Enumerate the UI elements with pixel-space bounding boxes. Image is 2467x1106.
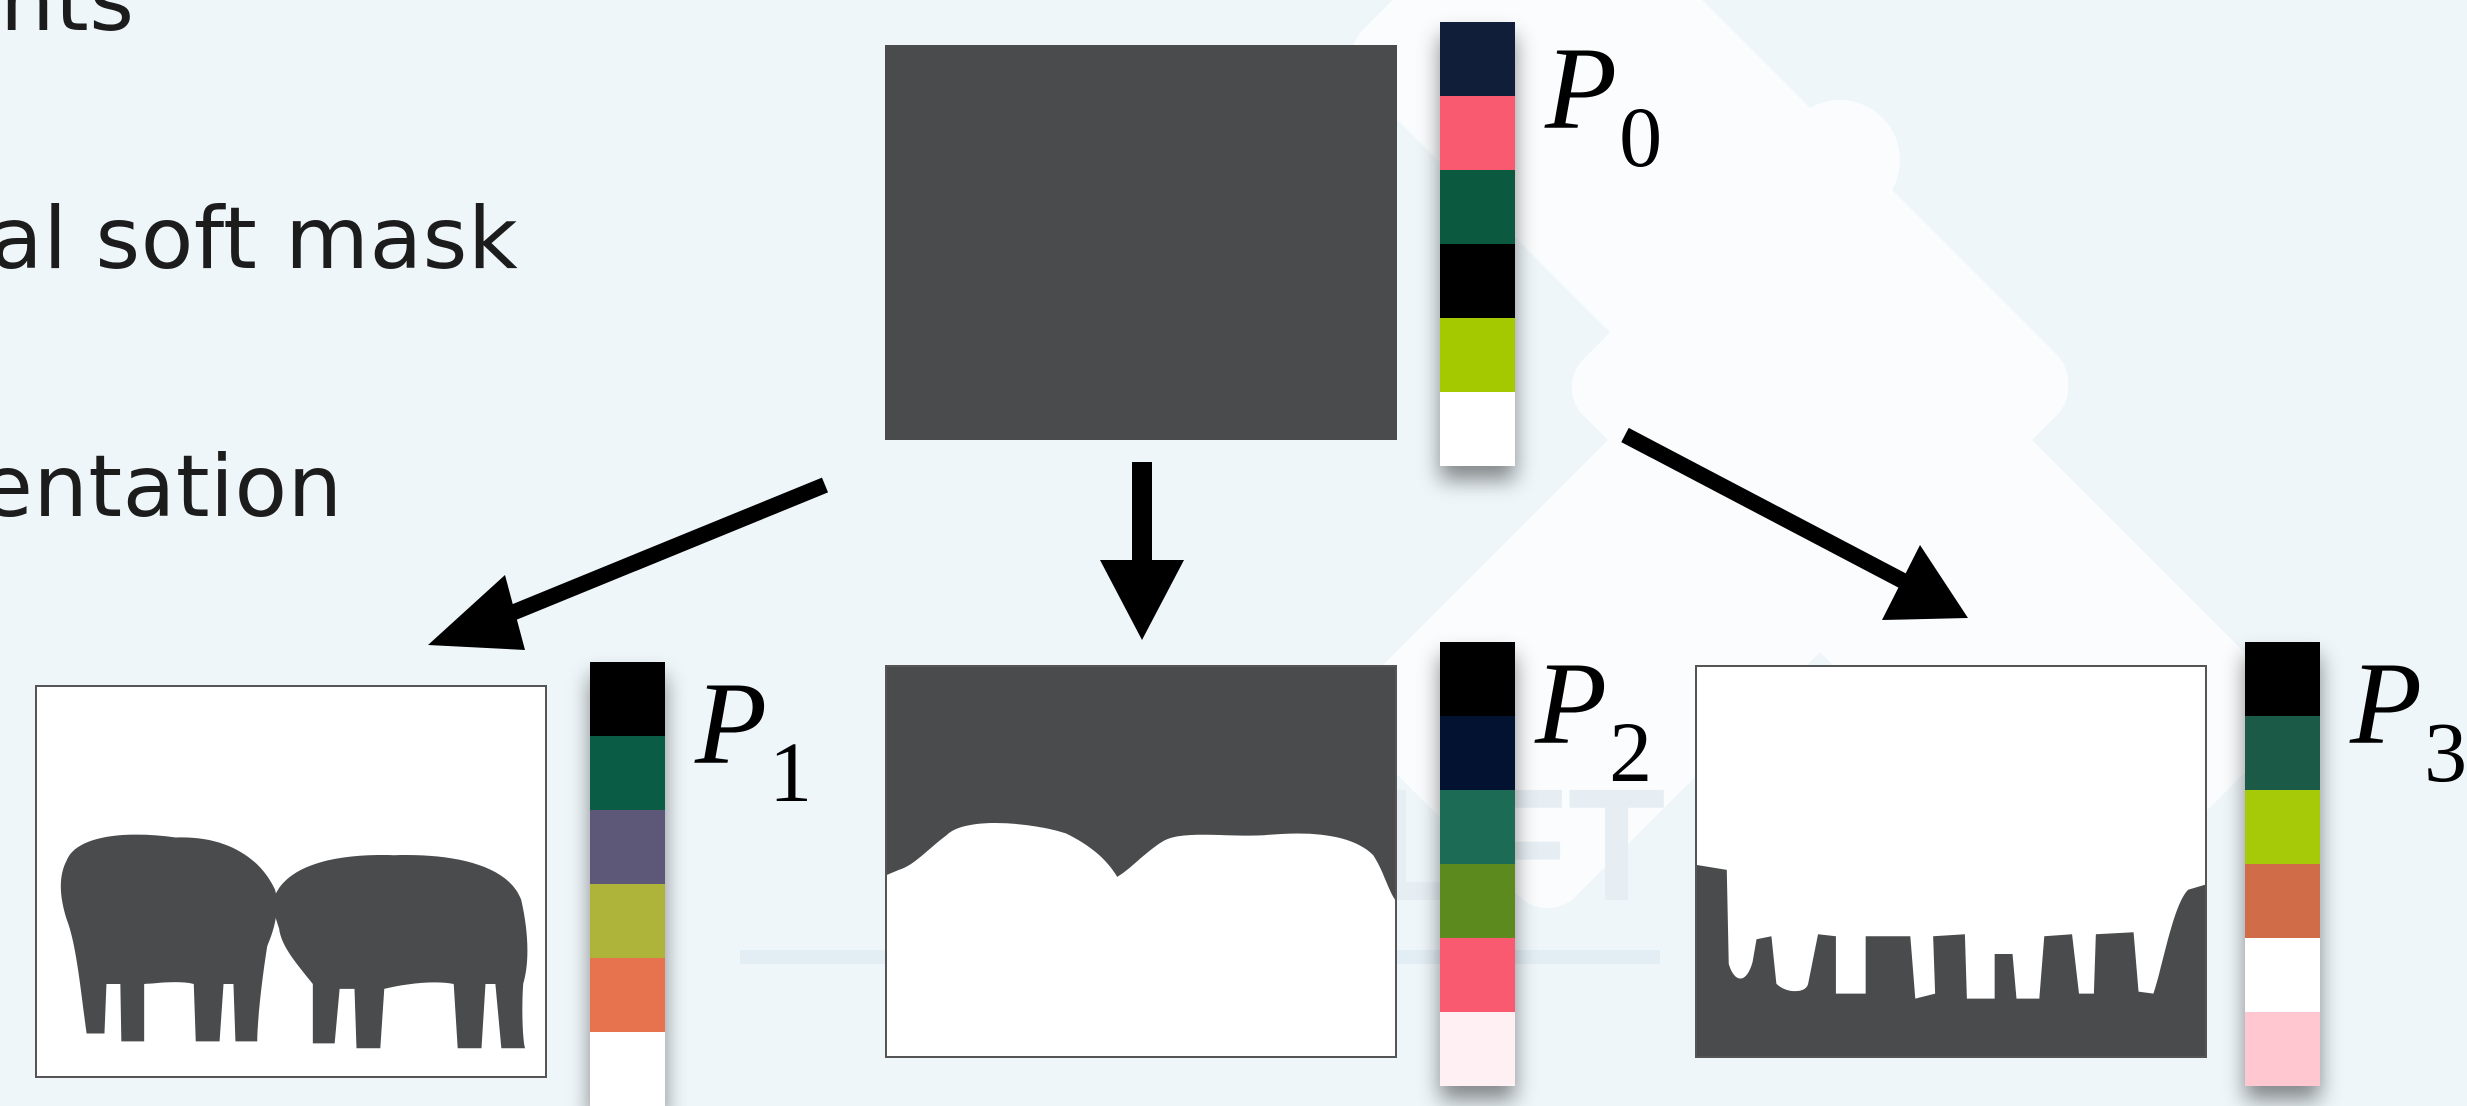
palette-p2-swatch-6: [1440, 1012, 1515, 1086]
palette-p2: [1440, 642, 1515, 1086]
palette-p3-swatch-5: [2245, 938, 2320, 1012]
palette-p3-swatch-6: [2245, 1012, 2320, 1086]
bullet-text-3: entation: [0, 437, 343, 537]
root-mask-image: [885, 45, 1397, 440]
palette-p3-swatch-3: [2245, 790, 2320, 864]
child-mask-background: [885, 665, 1397, 1058]
palette-p1-swatch-2: [590, 736, 665, 810]
palette-p2-label: P2: [1535, 638, 1653, 800]
palette-p0: [1440, 22, 1515, 466]
palette-p1-swatch-4: [590, 884, 665, 958]
palette-p0-swatch-4: [1440, 244, 1515, 318]
palette-p2-swatch-4: [1440, 864, 1515, 938]
palette-p2-swatch-1: [1440, 642, 1515, 716]
child-mask-elephants: [35, 685, 547, 1078]
palette-p0-swatch-6: [1440, 392, 1515, 466]
palette-p0-label: P0: [1545, 23, 1663, 185]
palette-p0-swatch-5: [1440, 318, 1515, 392]
palette-p3-swatch-1: [2245, 642, 2320, 716]
palette-p3-swatch-2: [2245, 716, 2320, 790]
palette-p3-swatch-4: [2245, 864, 2320, 938]
palette-p3: [2245, 642, 2320, 1086]
arrow-to-child-3: [1621, 427, 1968, 620]
palette-p2-swatch-3: [1440, 790, 1515, 864]
child-mask-ground: [1695, 665, 2207, 1058]
palette-p1-swatch-3: [590, 810, 665, 884]
palette-p1: [590, 662, 665, 1106]
arrow-to-child-1: [428, 477, 829, 650]
bullet-text-1: nts: [0, 0, 135, 51]
arrow-to-child-2: [1100, 462, 1184, 640]
palette-p1-swatch-6: [590, 1032, 665, 1106]
palette-p1-label: P1: [695, 658, 813, 820]
palette-p1-swatch-5: [590, 958, 665, 1032]
palette-p1-swatch-1: [590, 662, 665, 736]
palette-p2-swatch-5: [1440, 938, 1515, 1012]
palette-p0-swatch-2: [1440, 96, 1515, 170]
palette-p0-swatch-1: [1440, 22, 1515, 96]
palette-p3-label: P3: [2350, 638, 2467, 800]
bullet-text-2: al soft mask: [0, 189, 519, 289]
palette-p2-swatch-2: [1440, 716, 1515, 790]
palette-p0-swatch-3: [1440, 170, 1515, 244]
